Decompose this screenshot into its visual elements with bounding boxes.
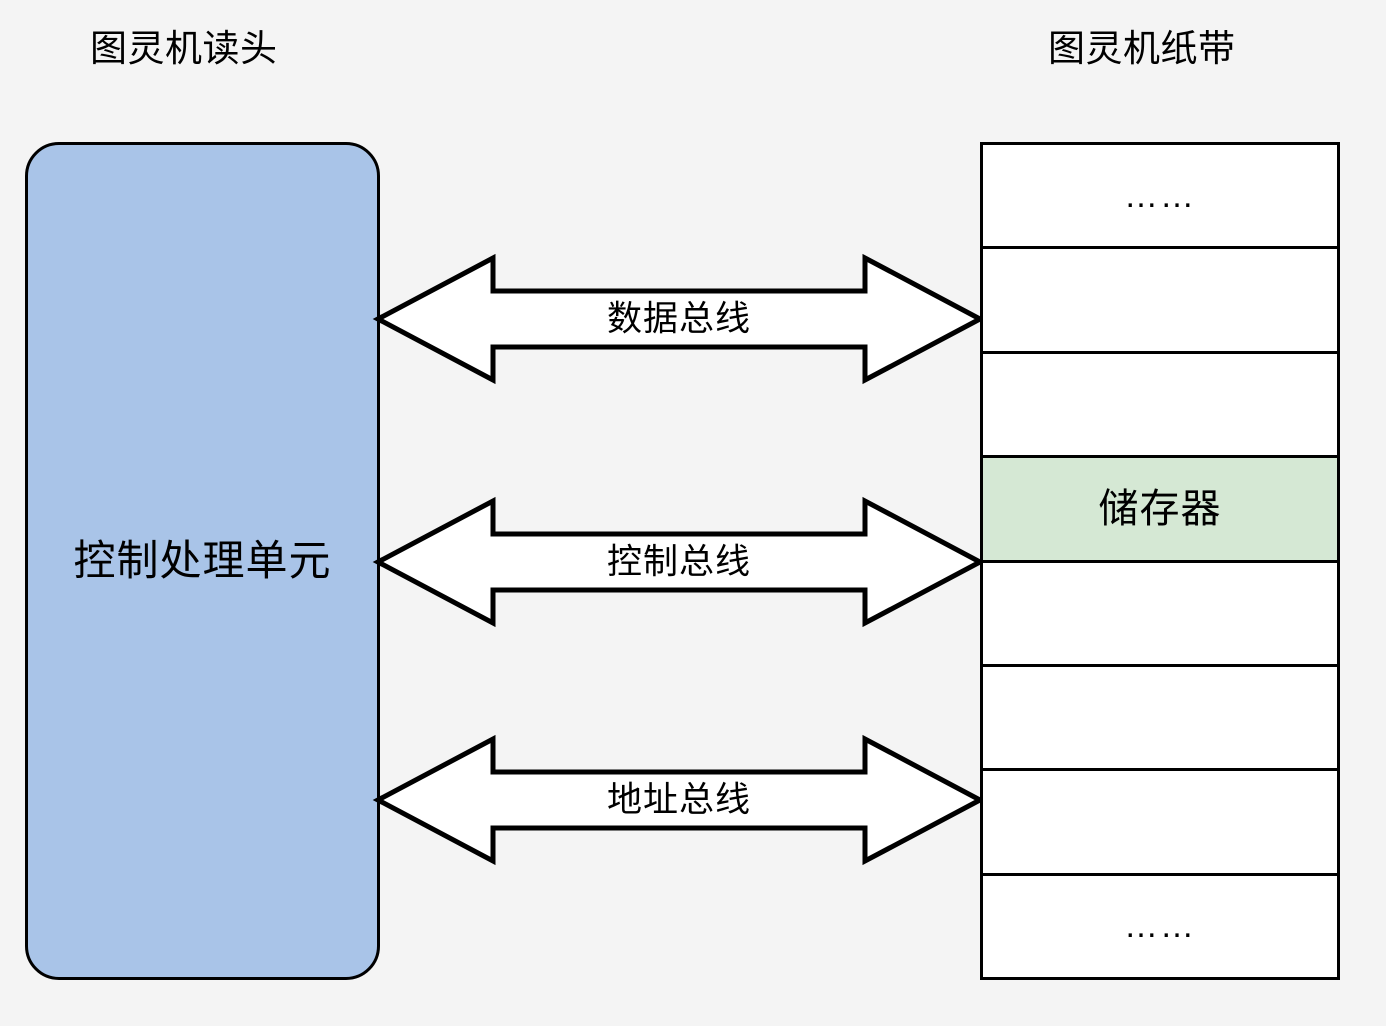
double-arrow-shape (372, 253, 986, 385)
control-processing-unit-box: 控制处理单元 (25, 142, 380, 980)
tape-cell: …… (983, 875, 1337, 977)
control-processing-unit-label: 控制处理单元 (73, 537, 332, 584)
tape-cell (983, 562, 1337, 667)
tape-cell (983, 666, 1337, 772)
page-title-reader-head: 图灵机读头 (90, 28, 278, 69)
data-bus-arrow: 数据总线 (372, 244, 986, 394)
tape-cell-ellipsis: …… (1124, 907, 1196, 946)
tape-cell-label: 储存器 (1098, 486, 1222, 531)
tape-cell (983, 249, 1337, 354)
double-arrow-shape (372, 734, 986, 866)
turing-machine-tape: …… 储存器 …… (980, 142, 1340, 980)
control-bus-arrow: 控制总线 (372, 487, 986, 637)
double-arrow-shape (372, 496, 986, 628)
tape-cell: …… (983, 145, 1337, 250)
tape-cell-ellipsis: …… (1124, 176, 1196, 215)
tape-cell (983, 771, 1337, 876)
tape-cell (983, 353, 1337, 459)
tape-cell-memory: 储存器 (983, 458, 1337, 563)
page-title-tape: 图灵机纸带 (1048, 28, 1236, 69)
address-bus-arrow: 地址总线 (372, 725, 986, 875)
